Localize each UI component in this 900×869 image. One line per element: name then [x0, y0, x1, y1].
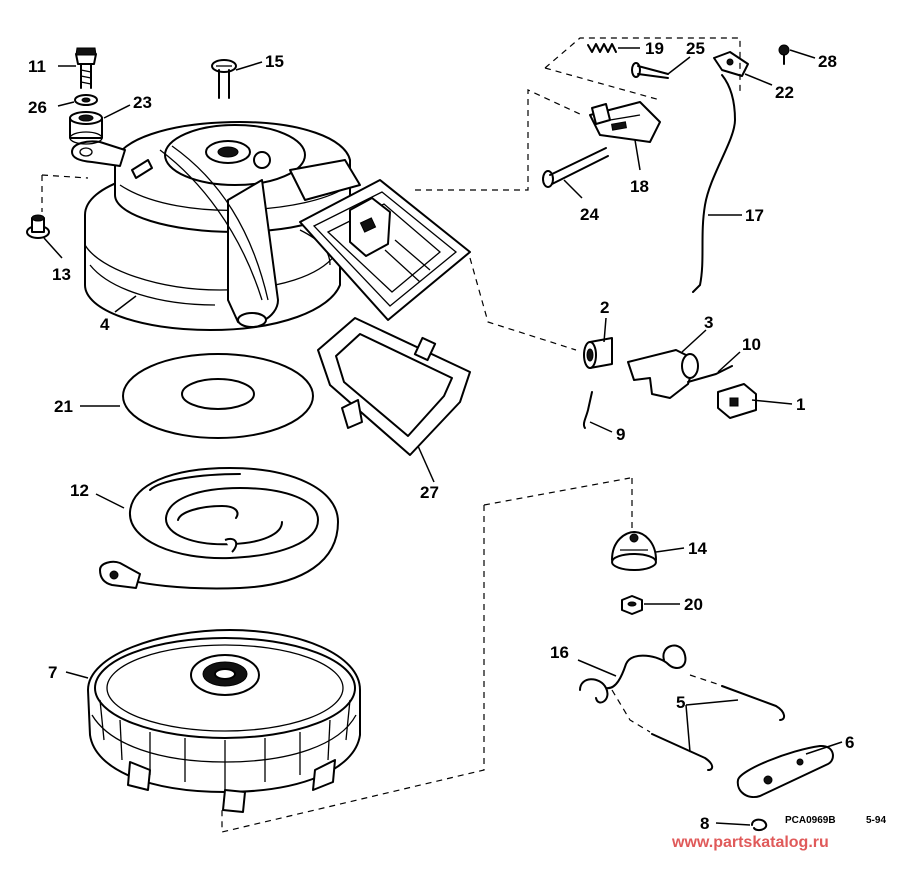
- rod-17: [692, 74, 736, 293]
- clip-8: [751, 818, 768, 832]
- rewind-housing: [71, 121, 361, 331]
- watermark-url: www.partskatalog.ru: [671, 834, 829, 851]
- wire-9: [582, 391, 593, 429]
- rewind-spring: [99, 467, 339, 590]
- callout-19: 19: [645, 39, 664, 58]
- drawing-date: 5-94: [866, 815, 886, 826]
- callout-14: 14: [688, 539, 707, 558]
- callout-16: 16: [550, 643, 569, 662]
- callout-8: 8: [700, 814, 709, 833]
- callout-13: 13: [52, 265, 71, 284]
- callout-15: 15: [265, 52, 284, 71]
- callout-26: 26: [28, 98, 47, 117]
- frame-27: [317, 317, 471, 456]
- callout-24: 24: [580, 205, 599, 224]
- spring-16: [579, 644, 687, 704]
- screw-15: [211, 59, 237, 99]
- callout-11: 11: [28, 57, 46, 76]
- screw-28: [778, 44, 790, 65]
- lockout-housing: [299, 179, 471, 321]
- nut-20: [621, 595, 643, 615]
- callout-28: 28: [818, 52, 837, 71]
- callout-17: 17: [745, 206, 764, 225]
- callout-10: 10: [742, 335, 761, 354]
- block-1: [717, 383, 757, 419]
- drawing-code: PCA0969B: [785, 815, 836, 826]
- callout-25: 25: [686, 39, 705, 58]
- grommet-23: [69, 111, 103, 145]
- callout-18: 18: [630, 177, 649, 196]
- cap-14: [611, 531, 657, 571]
- lever-3: [627, 349, 699, 399]
- clip-22: [713, 51, 749, 77]
- callout-21: 21: [54, 397, 73, 416]
- callout-23: 23: [133, 93, 152, 112]
- rewind-pulley: [87, 629, 361, 813]
- bushing-13: [26, 214, 50, 239]
- callout-22: 22: [775, 83, 794, 102]
- link-5a: [721, 685, 786, 721]
- callout-labels: 11 26 23 15 13 4 19 25 28 22 18 24 17 2 …: [28, 39, 854, 833]
- callout-4: 4: [100, 315, 110, 334]
- callout-7: 7: [48, 663, 57, 682]
- callout-6: 6: [845, 733, 854, 752]
- spring-19: [587, 43, 617, 53]
- bolt-11: [75, 47, 97, 89]
- bushing-2: [583, 337, 613, 369]
- assembly-lines: [41, 37, 741, 833]
- plate-21: [122, 353, 314, 439]
- callout-12: 12: [70, 481, 89, 500]
- block-18: [589, 101, 661, 143]
- spring-10: [687, 365, 733, 383]
- callout-20: 20: [684, 595, 703, 614]
- callout-5: 5: [676, 693, 685, 712]
- callout-2: 2: [600, 298, 609, 317]
- pin-25: [631, 62, 669, 79]
- callout-1: 1: [796, 395, 805, 414]
- link-5b: [651, 733, 714, 771]
- pin-24: [542, 147, 609, 188]
- callout-3: 3: [704, 313, 713, 332]
- cam-6: [736, 744, 834, 798]
- callout-9: 9: [616, 425, 625, 444]
- callout-27: 27: [420, 483, 439, 502]
- leader-lines: [43, 47, 843, 826]
